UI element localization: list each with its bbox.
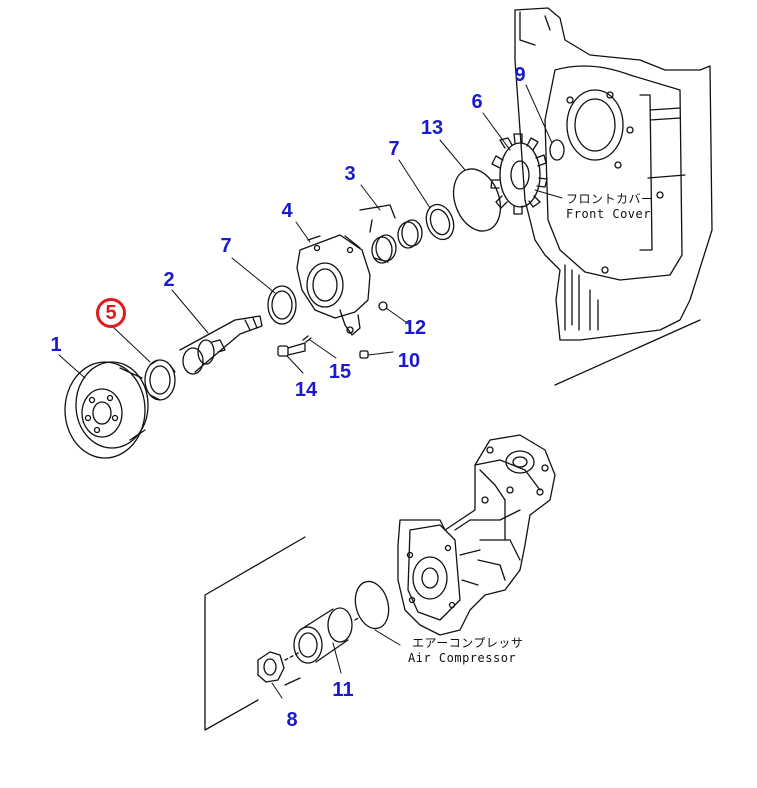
pin-part-15 — [302, 335, 312, 343]
compressor-frame-lines — [204, 536, 306, 731]
air-compressor-caption-en: Air Compressor — [408, 651, 517, 665]
air-compressor-drawing — [397, 434, 556, 636]
plug-part-12 — [378, 301, 388, 311]
air-compressor-caption-jp: エアーコンプレッサ — [412, 636, 524, 650]
o-ring-part-9 — [549, 139, 565, 161]
callout-12[interactable]: 12 — [403, 317, 427, 339]
shim-part-7-upper — [425, 203, 455, 241]
highlight-ring-part-5 — [96, 298, 126, 328]
nut-part-8 — [257, 651, 285, 683]
callout-1[interactable]: 1 — [50, 334, 62, 356]
leader-lines — [58, 84, 563, 699]
housing-part-4 — [296, 234, 371, 336]
front-cover-caption-en: Front Cover — [566, 207, 651, 221]
callout-13[interactable]: 13 — [420, 117, 444, 139]
callout-7-lower[interactable]: 7 — [220, 235, 232, 257]
callout-2[interactable]: 2 — [163, 269, 175, 291]
shim-part-7-lower — [267, 285, 297, 325]
pulley-part-1 — [64, 361, 149, 459]
callout-3[interactable]: 3 — [344, 163, 356, 185]
front-cover-caption: フロントカバー Front Cover — [566, 192, 654, 222]
o-ring-compressor — [354, 580, 390, 630]
gear-part-6 — [490, 133, 548, 215]
shaft-part-2 — [179, 315, 263, 375]
callout-11[interactable]: 11 — [332, 679, 354, 701]
callout-10[interactable]: 10 — [397, 350, 421, 372]
callout-5[interactable]: 5 — [105, 302, 117, 324]
bolt-part-10 — [359, 350, 369, 359]
callout-15[interactable]: 15 — [328, 361, 352, 383]
front-cover-caption-jp: フロントカバー — [566, 192, 654, 206]
bearing-part-3 — [359, 204, 423, 264]
callout-8[interactable]: 8 — [286, 709, 298, 731]
callout-6[interactable]: 6 — [471, 91, 483, 113]
air-compressor-caption: エアーコンプレッサ Air Compressor — [408, 636, 523, 666]
callout-9[interactable]: 9 — [514, 64, 526, 86]
callout-7-upper[interactable]: 7 — [388, 138, 400, 160]
bolt-part-14 — [277, 342, 306, 357]
axis-line-compressor — [284, 616, 361, 661]
front-cover-drawing — [514, 7, 713, 386]
bearing-part-5 — [144, 359, 176, 401]
callout-4[interactable]: 4 — [281, 200, 293, 222]
coupling-part-11 — [293, 607, 353, 664]
gasket-part-13 — [452, 168, 502, 232]
callout-14[interactable]: 14 — [294, 379, 318, 401]
